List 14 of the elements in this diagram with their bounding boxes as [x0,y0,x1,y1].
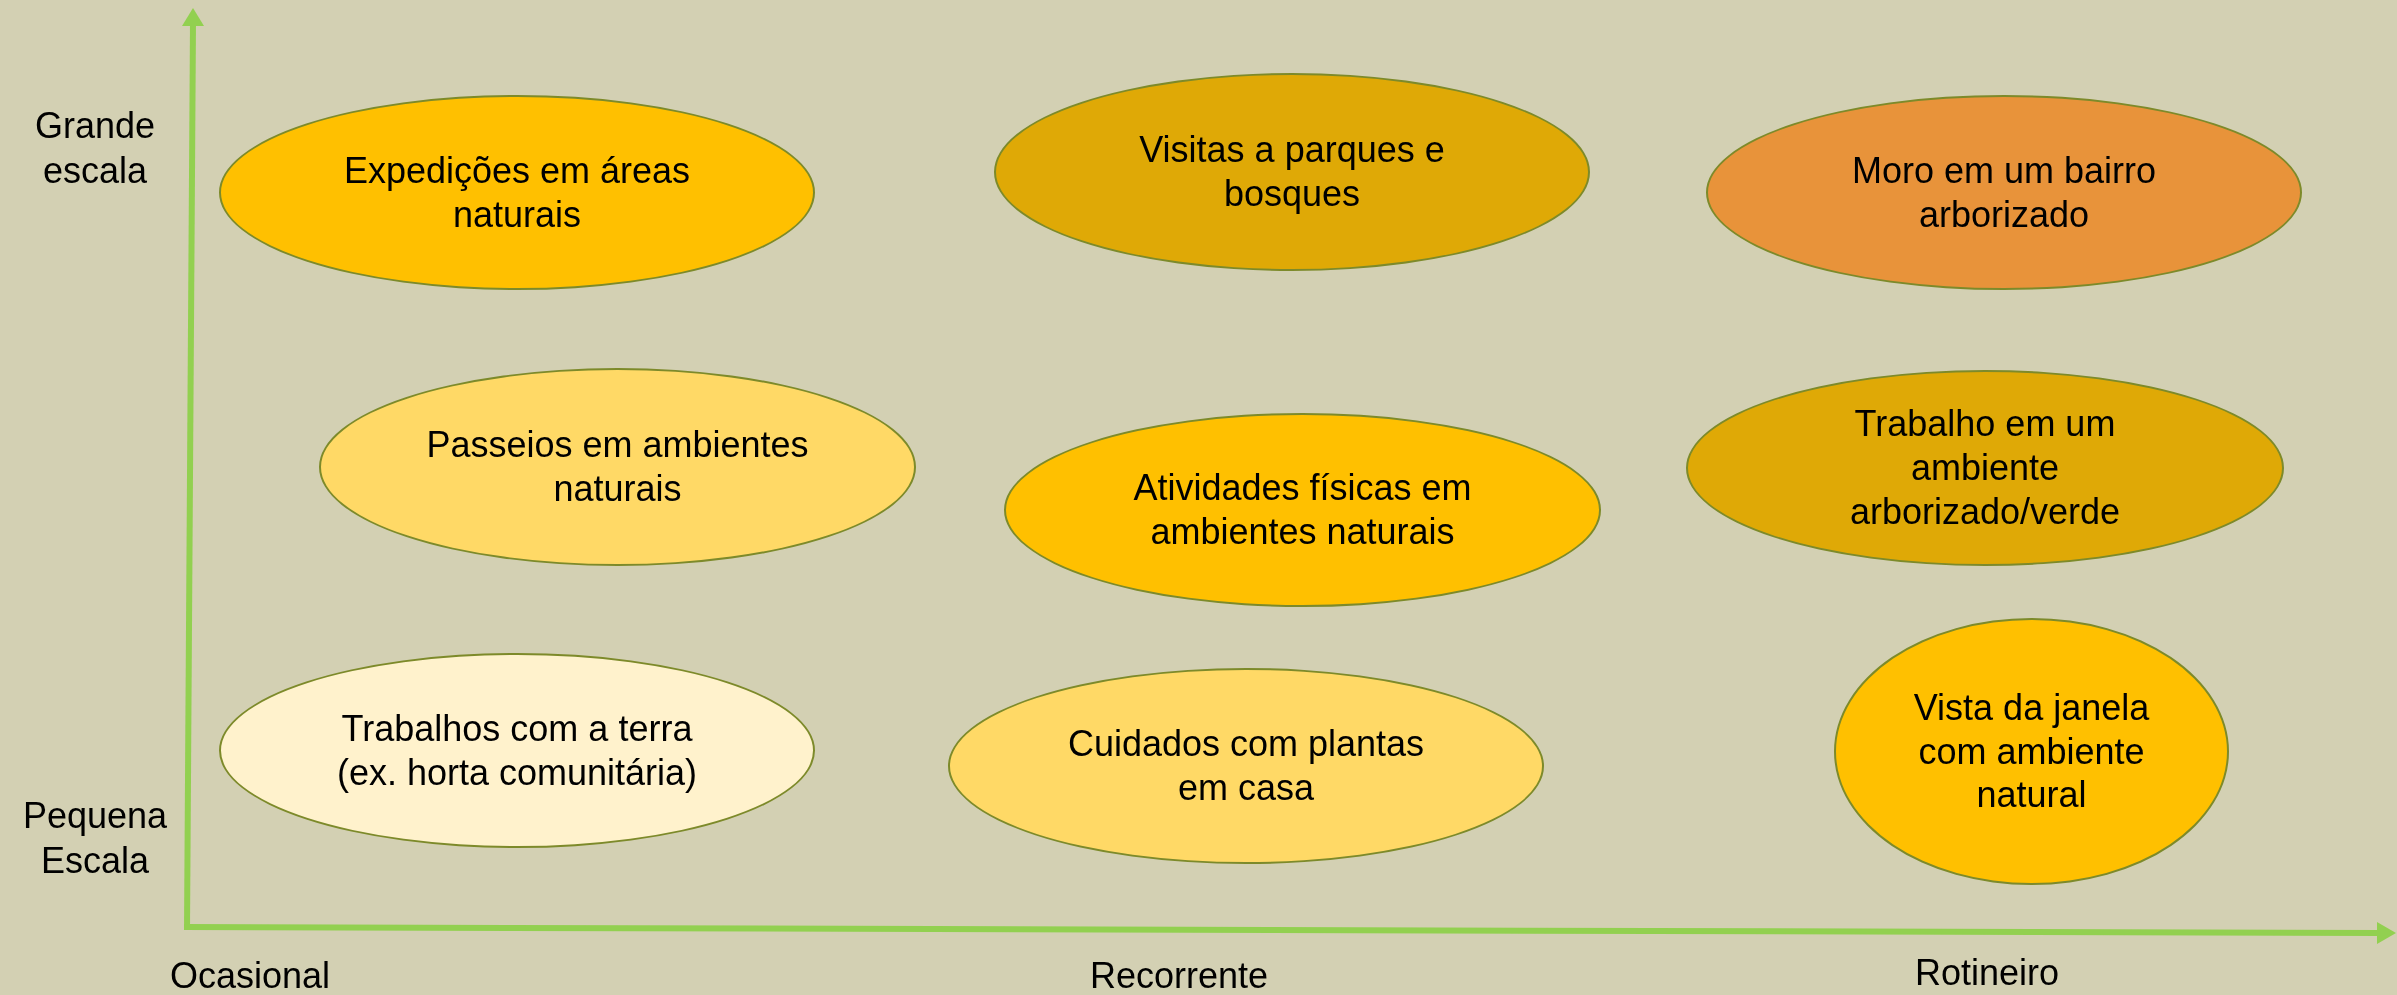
ellipse-text: Passeios em ambientes naturais [425,423,810,511]
axis-label: Pequena Escala [21,794,169,883]
ellipse-text: Visitas a parques e bosques [1138,128,1446,216]
ellipse-text: Vista da janela com ambiente natural [1912,685,2151,818]
axis-label: Rotineiro [1915,951,2061,995]
ellipse-text: Atividades físicas em ambientes naturais [1132,466,1473,554]
ellipse-text: Cuidados com plantas em casa [1066,722,1426,810]
ellipse-text: Trabalhos com a terra (ex. horta comunitária) [335,706,699,795]
axis-label: Grande escala [33,104,157,193]
ellipse-text: Moro em um bairro arborizado [1850,148,2158,237]
axis-label: Ocasional [170,954,332,995]
ellipse-text: Expedições em áreas naturais [342,148,692,237]
axis-label: Recorrente [1090,954,1270,995]
ellipse-text: Trabalho em um ambiente arborizado/verde [1848,402,2122,534]
